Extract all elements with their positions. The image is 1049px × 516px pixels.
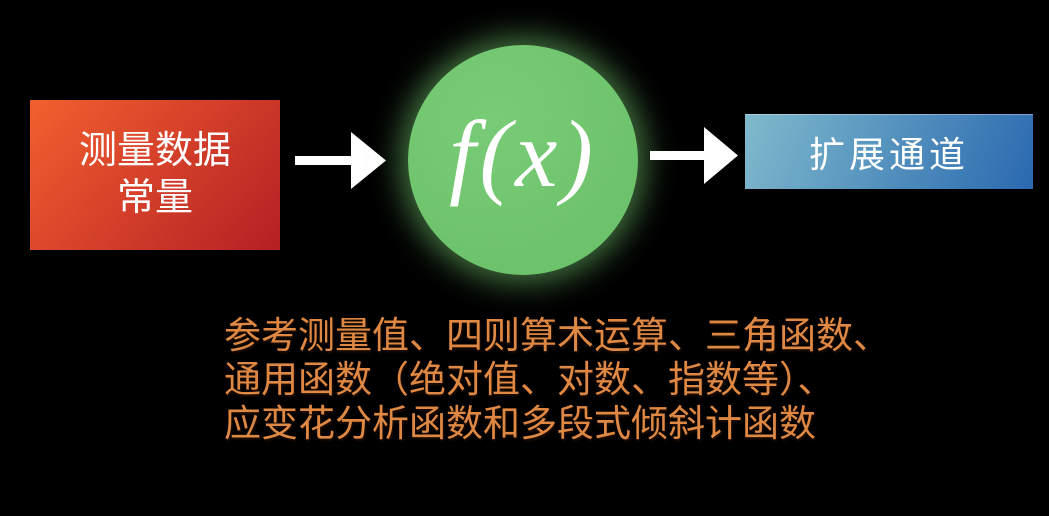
function-circle: f(x) <box>408 45 638 275</box>
arrow-right-icon <box>295 132 386 189</box>
output-box: 扩展通道 <box>745 114 1033 189</box>
arrow-right-icon <box>650 127 738 184</box>
fx-label: f(x) <box>449 101 597 207</box>
input-box: 测量数据 常量 <box>30 100 280 250</box>
input-box-line-2: 常量 <box>116 177 193 219</box>
output-box-label: 扩展通道 <box>808 133 969 175</box>
input-box-line-1: 测量数据 <box>78 130 231 172</box>
caption-line-1: 参考测量值、四则算术运算、三角函数、 <box>224 315 890 356</box>
caption: 参考测量值、四则算术运算、三角函数、 通用函数（绝对值、对数、指数等）、 应变花… <box>224 314 890 446</box>
caption-line-2: 通用函数（绝对值、对数、指数等）、 <box>224 359 835 400</box>
caption-line-3: 应变花分析函数和多段式倾斜计函数 <box>224 403 816 444</box>
